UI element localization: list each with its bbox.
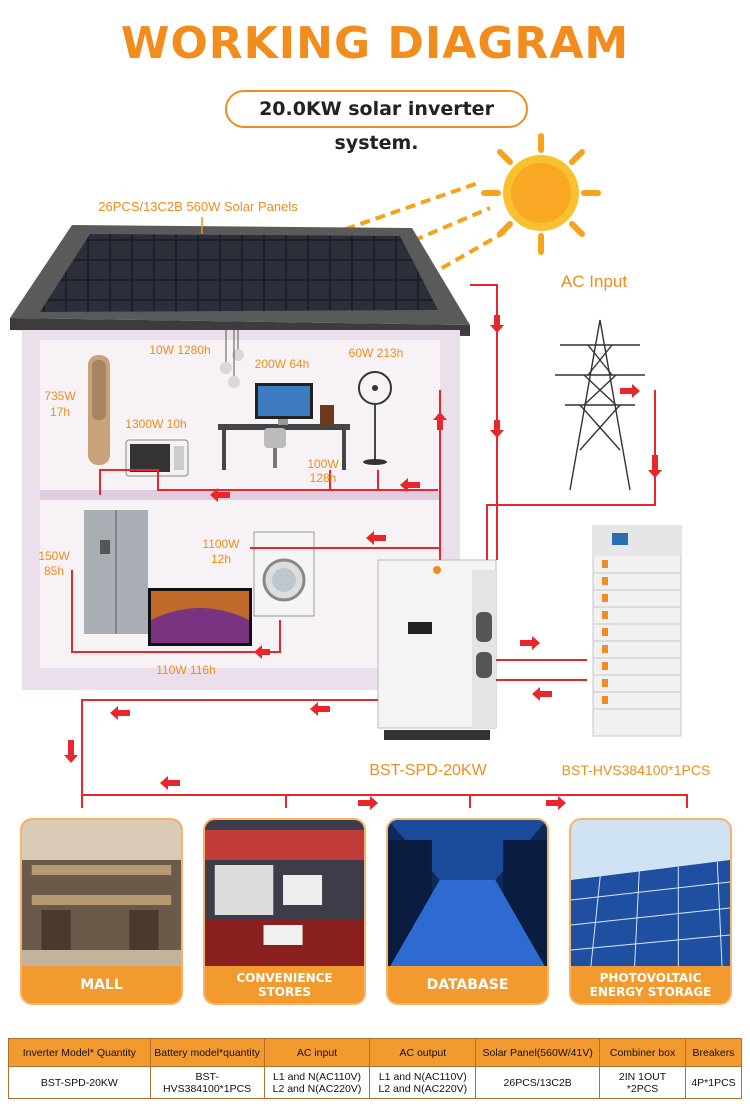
solar-panels-label: 26PCS/13C2B 560W Solar Panels (98, 199, 298, 214)
spec-header-ac-output: AC output (369, 1038, 477, 1067)
speaker-hours-label: 128h (310, 471, 337, 485)
inverter-unit (377, 559, 497, 740)
database-card: DATABASE (386, 818, 549, 1005)
photovoltaic-label: PHOTOVOLTAIC ENERGY STORAGE (571, 966, 730, 1003)
application-scenarios: MALL CONVENIENCE STORES DATABASE (20, 818, 732, 1005)
ac-input-label: AC Input (561, 272, 627, 291)
table-row: BST-SPD-20KW BST-HVS384100*1PCS L1 and N… (8, 1066, 743, 1099)
spec-header-ac-input: AC input (263, 1038, 371, 1067)
light-load-label: 10W 1280h (149, 343, 210, 357)
spec-header-breakers: Breakers (684, 1038, 743, 1067)
microwave-load-label: 1300W 10h (125, 417, 186, 431)
store-photo (205, 820, 364, 970)
transmission-tower-icon (555, 319, 645, 491)
washing-machine-icon (253, 531, 315, 617)
spec-header-inverter: Inverter Model* Quantity (8, 1038, 151, 1067)
battery-label: BST-HVS384100*1PCS (562, 762, 711, 778)
speaker-power-label: 100W (307, 457, 339, 471)
ac-output-line-1: L1 and N(AC110V) (378, 1070, 467, 1083)
mall-label: MALL (22, 966, 181, 1003)
spec-cell-inverter: BST-SPD-20KW (8, 1066, 151, 1099)
television-icon (148, 588, 252, 646)
spec-cell-ac-input: L1 and N(AC110V) L2 and N(AC220V) (263, 1066, 371, 1099)
ceiling-light-icon (220, 330, 244, 388)
power-flow-arrows (64, 315, 662, 810)
wiring (71, 284, 688, 808)
spec-header-battery: Battery model*quantity (149, 1038, 265, 1067)
tower-fan-icon (88, 355, 110, 465)
washer-power-label: 1100W (202, 537, 240, 551)
tower-fan-hours-label: 17h (50, 405, 70, 419)
computer-load-label: 200W 64h (255, 357, 310, 371)
tv-load-label: 110W 116h (156, 663, 216, 677)
spec-cell-solar-panel: 26PCS/13C2B (475, 1066, 601, 1099)
battery-rack (592, 525, 682, 737)
system-subtitle: 20.0KW solar inverter system. (225, 90, 528, 154)
microwave-icon (125, 439, 189, 477)
fridge-hours-label: 85h (44, 564, 64, 578)
tower-fan-power-label: 735W (44, 389, 76, 403)
page-title: WORKING DIAGRAM (120, 18, 630, 69)
spec-cell-breakers: 4P*1PCS (684, 1066, 743, 1099)
spec-table: Inverter Model* Quantity Battery model*q… (8, 1038, 743, 1099)
mall-card: MALL (20, 818, 183, 1005)
spec-header-solar-panel: Solar Panel(560W/41V) (475, 1038, 601, 1067)
spec-header-row: Inverter Model* Quantity Battery model*q… (8, 1038, 743, 1067)
spec-cell-combiner: 2IN 1OUT *2PCS (599, 1066, 686, 1099)
spec-cell-battery: BST-HVS384100*1PCS (149, 1066, 265, 1099)
solar-panel-array (10, 217, 470, 336)
convenience-stores-label: CONVENIENCE STORES (205, 966, 364, 1003)
standing-fan-icon (358, 371, 392, 465)
server-room-photo (388, 820, 547, 970)
fan-load-label: 60W 213h (349, 346, 404, 360)
washer-hours-label: 12h (211, 552, 231, 566)
fridge-power-label: 150W (38, 549, 70, 563)
ac-input-line-1: L1 and N(AC110V) (273, 1070, 361, 1083)
ac-output-line-2: L2 and N(AC220V) (378, 1082, 468, 1095)
load-labels: 10W 1280h 200W 64h 60W 213h 735W 17h 130… (38, 343, 403, 677)
photovoltaic-card: PHOTOVOLTAIC ENERGY STORAGE (569, 818, 732, 1005)
database-label: DATABASE (388, 966, 547, 1003)
solar-farm-photo (571, 820, 730, 970)
refrigerator-icon (84, 510, 148, 634)
ac-input-line-2: L2 and N(AC220V) (272, 1082, 362, 1095)
spec-header-combiner: Combiner box (599, 1038, 686, 1067)
sun-icon (481, 133, 601, 255)
convenience-store-card: CONVENIENCE STORES (203, 818, 366, 1005)
spec-cell-ac-output: L1 and N(AC110V) L2 and N(AC220V) (369, 1066, 477, 1099)
desk-computer-icon (218, 383, 350, 470)
inverter-label: BST-SPD-20KW (369, 762, 487, 779)
mall-photo (22, 820, 181, 970)
